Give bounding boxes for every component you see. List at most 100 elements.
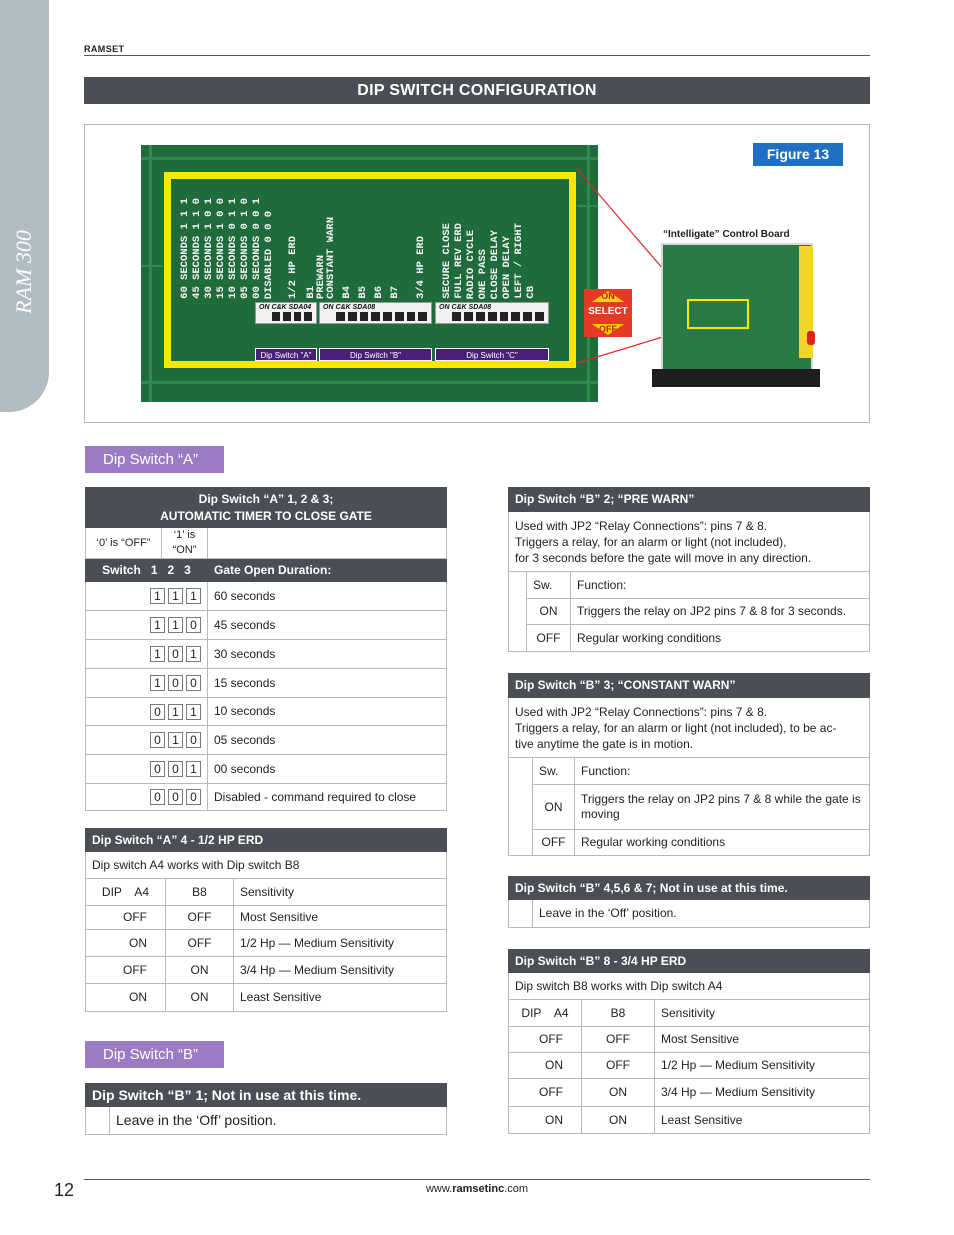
duration: 15 seconds (206, 668, 448, 698)
bit-2: 1 (168, 617, 183, 633)
off-note: ‘0’ is “OFF” (85, 527, 162, 559)
on-note: ‘1’ is “ON” (161, 527, 208, 559)
b8-value: ON (581, 1078, 655, 1107)
figure-tag: Figure 13 (753, 143, 843, 166)
b8-value: OFF (581, 1052, 655, 1079)
sensitivity-value: Least Sensitive (653, 1106, 871, 1134)
a4-value: OFF (508, 1026, 582, 1053)
a4-value: ON (508, 1106, 582, 1134)
b8-value: ON (165, 983, 234, 1012)
a4-value: OFF (85, 956, 166, 984)
terminal-strip (652, 369, 820, 387)
bit-3: 0 (186, 617, 201, 633)
b3-table: Dip Switch “B” 3; “CONSTANT WARN” Used w… (507, 673, 871, 856)
a4-value: ON (85, 929, 166, 957)
bit-1: 1 (150, 646, 165, 662)
duration: 00 seconds (206, 754, 448, 784)
b8-value: OFF (165, 905, 234, 930)
top-divider (84, 55, 870, 56)
sensitivity-value: 3/4 Hp — Medium Sensitivity (232, 956, 448, 984)
page-number: 12 (54, 1180, 75, 1200)
bit-3: 0 (186, 732, 201, 748)
bit-3: 1 (186, 703, 201, 720)
sensitivity-value: Most Sensitive (653, 1026, 871, 1053)
a4-table: Dip Switch “A” 4 - 1/2 HP ERD Dip switch… (84, 828, 448, 1012)
a4-value: OFF (508, 1078, 582, 1107)
bit-1: 0 (150, 789, 165, 805)
tag-dip-switch-a: Dip Switch “A” (85, 446, 224, 473)
timer-table: Dip Switch “A” 1, 2 & 3; AUTOMATIC TIMER… (84, 487, 448, 811)
bit-2: 0 (168, 761, 183, 777)
timer-title: Dip Switch “A” 1, 2 & 3; AUTOMATIC TIMER… (84, 487, 448, 528)
dip-strip-b: ON C&K SDA08 (319, 302, 432, 324)
bit-2: 1 (168, 732, 183, 748)
sensitivity-value: 1/2 Hp — Medium Sensitivity (232, 929, 448, 957)
bit-2: 0 (168, 646, 183, 662)
sensitivity-value: 1/2 Hp — Medium Sensitivity (653, 1052, 871, 1079)
b2-table: Dip Switch “B” 2; “PRE WARN” Used with J… (507, 487, 871, 652)
control-board-highlight (687, 299, 749, 329)
a4-value: ON (85, 983, 166, 1012)
side-tab: RAM 300 (0, 0, 49, 412)
b8-value: ON (581, 1106, 655, 1134)
select-on-off-icon: ON SELECT OFF (584, 289, 632, 337)
a4-value: ON (508, 1052, 582, 1079)
b8-value: OFF (165, 929, 234, 957)
duration: 30 seconds (206, 639, 448, 669)
dip-strip-c: ON C&K SDA08 (435, 302, 549, 324)
timer-col-duration: Gate Open Duration: (206, 558, 448, 582)
section-title: DIP SWITCH CONFIGURATION (84, 77, 870, 104)
sensitivity-value: Least Sensitive (232, 983, 448, 1012)
bit-1: 0 (150, 703, 165, 720)
bit-2: 1 (168, 703, 183, 720)
bit-3: 1 (186, 588, 201, 604)
b1-table: Dip Switch “B” 1; Not in use at this tim… (84, 1083, 448, 1135)
bottom-divider (84, 1179, 870, 1180)
bit-1: 1 (150, 588, 165, 604)
bit-3: 1 (186, 761, 201, 777)
bit-2: 0 (168, 789, 183, 805)
duration: Disabled - command required to close (206, 783, 448, 811)
brand-header: RAMSET (84, 44, 125, 54)
duration: 60 seconds (206, 581, 448, 611)
b8-value: ON (165, 956, 234, 984)
b4567-table: Dip Switch “B” 4,5,6 & 7; Not in use at … (508, 876, 870, 928)
dip-highlight-frame (164, 172, 576, 368)
bit-3: 0 (186, 675, 201, 691)
dip-label-a: Dip Switch "A" (255, 348, 317, 361)
side-tab-title: RAM 300 (11, 230, 36, 314)
bit-1: 1 (150, 675, 165, 691)
bit-1: 0 (150, 732, 165, 748)
bit-1: 0 (150, 761, 165, 777)
timer-col-switch: Switch 1 2 3 (85, 558, 208, 582)
figure-caption: “Intelligate” Control Board (663, 229, 790, 240)
b8-table: Dip Switch “B” 8 - 3/4 HP ERD Dip switch… (507, 949, 871, 1134)
b8-value: OFF (581, 1026, 655, 1053)
a4-value: OFF (85, 905, 166, 930)
duration: 10 seconds (206, 697, 448, 726)
bit-1: 1 (150, 617, 165, 633)
bit-2: 1 (168, 588, 183, 604)
website-url[interactable]: www.ramsetinc.com (425, 1183, 529, 1195)
duration: 45 seconds (206, 610, 448, 640)
dip-label-b: Dip Switch "B" (319, 348, 432, 361)
dip-label-c: Dip Switch "C" (435, 348, 549, 361)
bit-3: 0 (186, 789, 201, 805)
